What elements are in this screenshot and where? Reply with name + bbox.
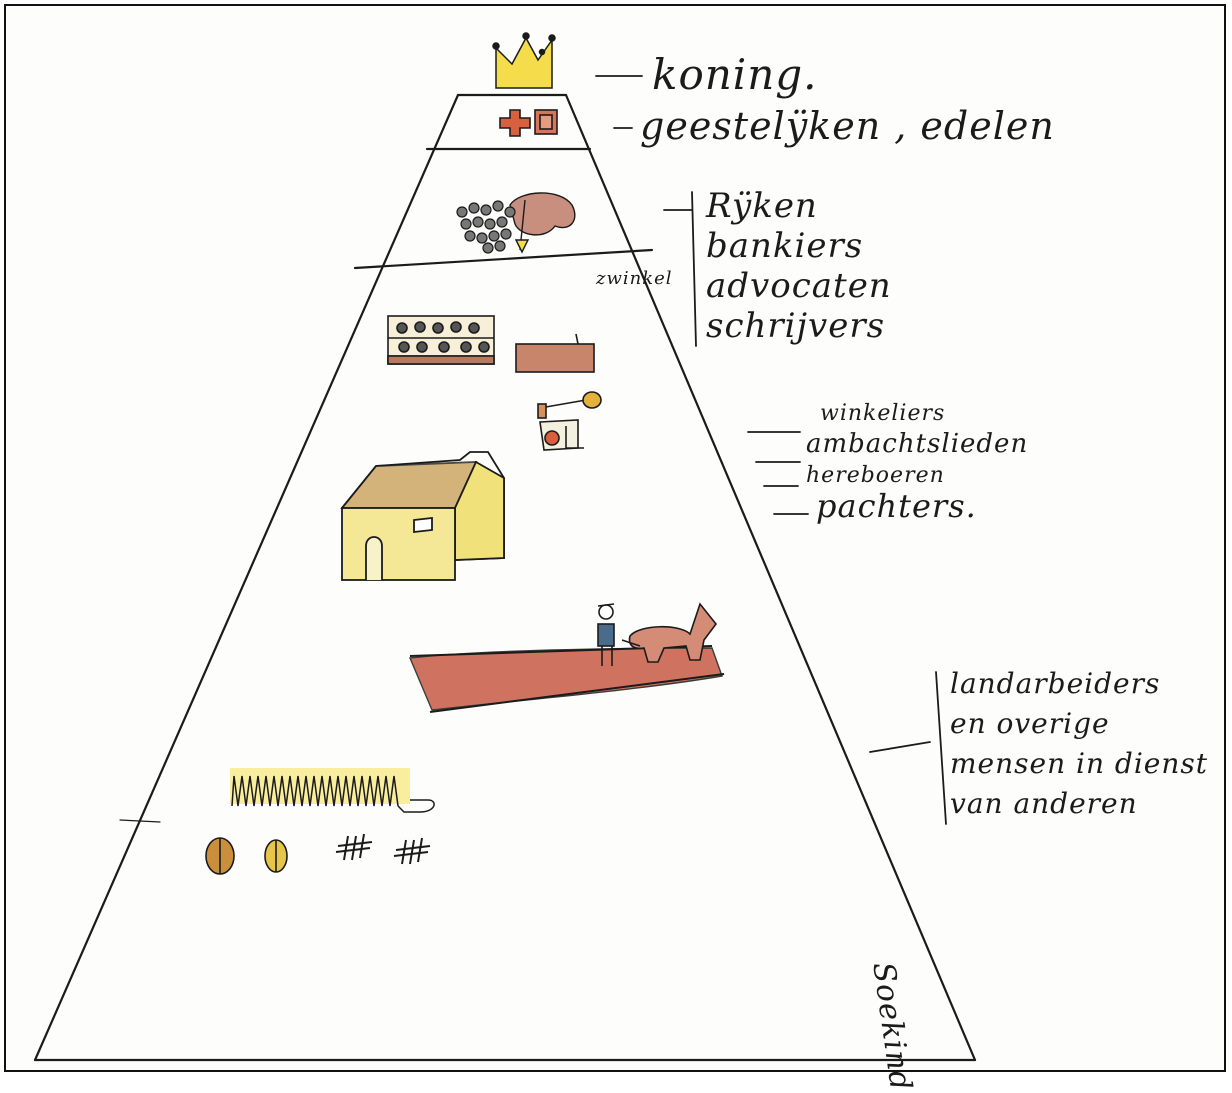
label-zwinkel: zwinkel <box>596 268 673 289</box>
anvil-icon <box>540 420 584 450</box>
book-icon <box>535 110 557 134</box>
label-advocaten: advocaten <box>706 266 892 306</box>
label-bankiers: bankiers <box>706 226 892 266</box>
tally-marks-icon <box>336 834 430 864</box>
farmhouse-icon <box>342 452 504 580</box>
coin-icon <box>206 838 234 874</box>
label-geestelijken: geestelÿken , edelen <box>640 104 1055 148</box>
label-pachters: pachters. <box>816 491 1028 522</box>
label-en-overige: en overige <box>950 704 1208 744</box>
label-koning: koning. <box>652 50 818 99</box>
tier-line-2 <box>355 250 652 268</box>
label-ambachtslieden: ambachtslieden <box>806 429 1028 460</box>
label-group-rijken: Rÿken bankiers advocaten schrijvers <box>706 186 892 346</box>
label-rijken: Rÿken <box>706 186 892 226</box>
crown-icon <box>493 33 555 88</box>
cross-icon <box>500 110 530 136</box>
label-landarbeiders: landarbeiders <box>950 664 1208 704</box>
label-mensen-in-dienst: mensen in dienst <box>950 744 1208 784</box>
coin-icon <box>265 840 287 872</box>
label-schrijvers: schrijvers <box>706 306 892 346</box>
counter-icon <box>516 334 594 372</box>
label-winkeliers: winkeliers <box>820 398 1028 429</box>
shop-shelf-icon <box>388 316 494 364</box>
label-group-middle: winkeliers ambachtslieden hereboeren pac… <box>806 398 1028 522</box>
label-van-anderen: van anderen <box>950 784 1208 824</box>
coins-icon <box>457 201 515 253</box>
money-bag-icon <box>510 193 575 252</box>
wheat-icon <box>230 768 434 812</box>
hammer-icon <box>538 392 601 418</box>
label-group-landarbeiders: landarbeiders en overige mensen in diens… <box>950 664 1208 824</box>
field-icon <box>410 646 724 712</box>
